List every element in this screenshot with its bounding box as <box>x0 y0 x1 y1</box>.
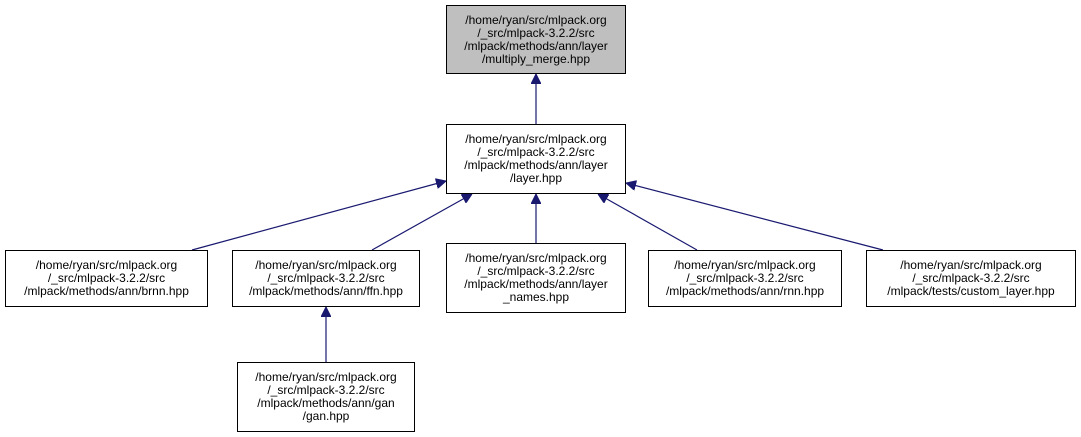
node-layer-names-hpp[interactable]: /home/ryan/src/mlpack.org /_src/mlpack-3… <box>446 243 626 313</box>
node-ffn-hpp[interactable]: /home/ryan/src/mlpack.org /_src/mlpack-3… <box>232 250 420 307</box>
node-label-line: /layer.hpp <box>509 171 563 185</box>
node-label-line: /home/ryan/src/mlpack.org <box>465 251 607 265</box>
edge-rnn-to-layer <box>598 194 698 251</box>
node-gan-hpp[interactable]: /home/ryan/src/mlpack.org /_src/mlpack-3… <box>237 362 415 432</box>
node-label-line: /_src/mlpack-3.2.2/src <box>477 145 595 159</box>
node-label-line: /home/ryan/src/mlpack.org <box>465 12 607 27</box>
node-layer-hpp[interactable]: /home/ryan/src/mlpack.org /_src/mlpack-3… <box>446 124 626 194</box>
node-label-line: /mlpack/methods/ann/layer <box>464 158 608 172</box>
node-rnn-hpp[interactable]: /home/ryan/src/mlpack.org /_src/mlpack-3… <box>648 250 842 307</box>
node-label-line: /home/ryan/src/mlpack.org <box>255 258 397 272</box>
node-label-line: /home/ryan/src/mlpack.org <box>35 258 178 272</box>
node-label-line: /_src/mlpack-3.2.2/src <box>47 271 166 285</box>
node-brnn-hpp[interactable]: /home/ryan/src/mlpack.org /_src/mlpack-3… <box>5 250 208 307</box>
node-label-line: /_src/mlpack-3.2.2/src <box>267 271 385 285</box>
edge-custom-layer-to-layer <box>626 183 884 251</box>
node-label-line: /mlpack/methods/ann/layer <box>464 38 608 53</box>
node-label-line: /home/ryan/src/mlpack.org <box>674 258 816 272</box>
node-label-line: _names.hpp <box>502 290 570 304</box>
edge-ffn-to-layer <box>371 194 472 251</box>
node-label-line: /_src/mlpack-3.2.2/src <box>686 271 804 285</box>
node-custom-layer-hpp[interactable]: /home/ryan/src/mlpack.org /_src/mlpack-3… <box>866 250 1076 307</box>
node-label-line: /home/ryan/src/mlpack.org <box>900 258 1042 272</box>
node-label-line: /_src/mlpack-3.2.2/src <box>267 383 385 397</box>
node-label-line: /multiply_merge.hpp <box>481 51 591 66</box>
node-label-line: /home/ryan/src/mlpack.org <box>465 132 607 146</box>
node-label-line: /home/ryan/src/mlpack.org <box>255 370 397 384</box>
node-label-line: /mlpack/methods/ann/rnn.hpp <box>665 284 825 298</box>
node-label-line: /gan.hpp <box>302 409 350 423</box>
node-label-line: /mlpack/methods/ann/gan <box>257 396 395 410</box>
node-multiply-merge-hpp[interactable]: /home/ryan/src/mlpack.org /_src/mlpack-3… <box>446 5 626 74</box>
node-label-line: /mlpack/methods/ann/brnn.hpp <box>24 284 189 298</box>
node-label-line: /_src/mlpack-3.2.2/src <box>477 25 595 40</box>
node-label-line: /mlpack/tests/custom_layer.hpp <box>887 284 1055 298</box>
node-label-line: /mlpack/methods/ann/ffn.hpp <box>249 284 403 298</box>
node-label-line: /_src/mlpack-3.2.2/src <box>477 264 595 278</box>
node-label-line: /_src/mlpack-3.2.2/src <box>912 271 1030 285</box>
edge-brnn-to-layer <box>191 181 446 251</box>
node-label-line: /mlpack/methods/ann/layer <box>464 277 608 291</box>
